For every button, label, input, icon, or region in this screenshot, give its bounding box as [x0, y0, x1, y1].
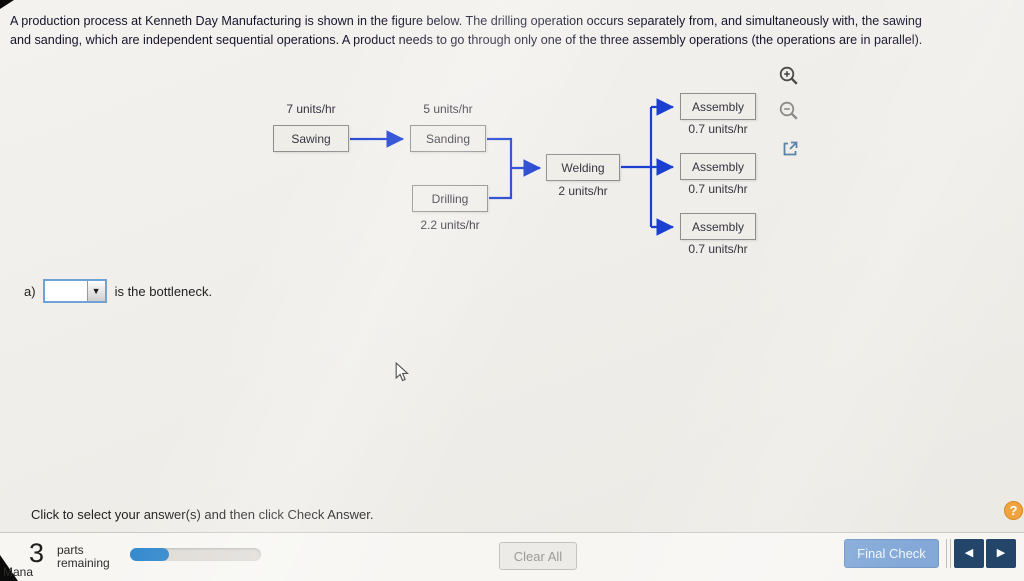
instruction-text: Click to select your answer(s) and then … [31, 507, 374, 522]
rate-label-assembly-2: 0.7 units/hr [688, 182, 748, 196]
photo-corner-top-left [0, 0, 14, 9]
question-line-2: and sanding, which are independent seque… [10, 33, 923, 47]
question-text: A production process at Kenneth Day Manu… [10, 12, 922, 50]
bottom-toolbar: 3 parts remaining Clear All Final Check … [0, 532, 1024, 581]
diagram-node-welding: Welding [546, 154, 620, 181]
question-line-1: A production process at Kenneth Day Manu… [10, 14, 922, 28]
answer-suffix-text: is the bottleneck. [114, 283, 213, 299]
remaining-word: remaining [57, 556, 110, 570]
rate-label-sawing: 7 units/hr [286, 102, 336, 116]
answer-dropdown[interactable]: ▼ [42, 279, 107, 303]
diagram-node-assembly-3: Assembly [680, 213, 756, 240]
next-arrow-icon: ▶ [996, 547, 1006, 559]
parts-remaining-count: 3 [29, 538, 45, 568]
dropdown-arrow-icon[interactable]: ▼ [86, 281, 105, 301]
prev-question-button[interactable]: ◀ [954, 539, 984, 568]
flow-arrows [350, 98, 675, 236]
next-question-button[interactable]: ▶ [986, 539, 1016, 568]
help-glyph: ? [1009, 503, 1018, 518]
diagram-node-assembly-2: Assembly [680, 153, 756, 180]
rate-label-assembly-1: 0.7 units/hr [688, 122, 748, 136]
diagram-node-assembly-1: Assembly [680, 93, 756, 120]
diagram-node-sawing: Sawing [273, 125, 349, 152]
nav-separator [946, 539, 951, 568]
diagram-node-drilling: Drilling [412, 185, 488, 212]
prev-arrow-icon: ◀ [964, 547, 974, 559]
mouse-cursor-icon [395, 361, 410, 388]
parts-remaining-label: parts remaining [57, 544, 110, 570]
rate-label-sanding: 5 units/hr [423, 102, 473, 116]
zoom-in-icon[interactable] [778, 65, 800, 87]
progress-bar [130, 548, 261, 561]
parts-word: parts [57, 543, 84, 557]
diagram-node-sanding: Sanding [410, 125, 486, 152]
progress-bar-fill [130, 548, 170, 561]
external-link-icon[interactable] [779, 139, 801, 161]
rate-label-drilling: 2.2 units/hr [420, 218, 480, 232]
rate-label-assembly-3: 0.7 units/hr [688, 242, 748, 256]
rate-label-welding: 2 units/hr [558, 184, 608, 198]
clear-all-button[interactable]: Clear All [499, 542, 577, 570]
corner-partial-text: Mana [3, 565, 34, 579]
answer-row: a) ▼ is the bottleneck. [24, 279, 212, 303]
final-check-button[interactable]: Final Check [844, 539, 939, 568]
help-icon[interactable]: ? [1004, 501, 1023, 520]
answer-part-label: a) [24, 283, 36, 299]
process-flow-diagram: 7 units/hr 5 units/hr 2.2 units/hr 2 uni… [273, 93, 756, 256]
zoom-out-icon[interactable] [778, 100, 800, 122]
